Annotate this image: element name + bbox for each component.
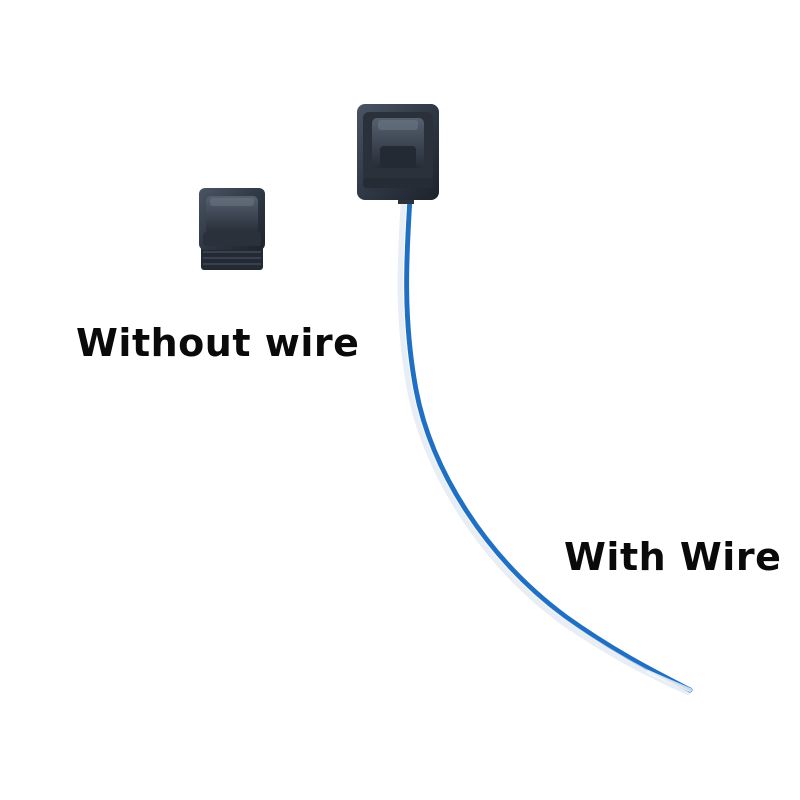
blue-white-wire [397,195,693,695]
switch-with-wire [357,104,439,204]
switch-without-wire [199,188,265,270]
label-without-wire: Without wire [76,321,360,365]
label-with-wire: With Wire [564,535,782,579]
